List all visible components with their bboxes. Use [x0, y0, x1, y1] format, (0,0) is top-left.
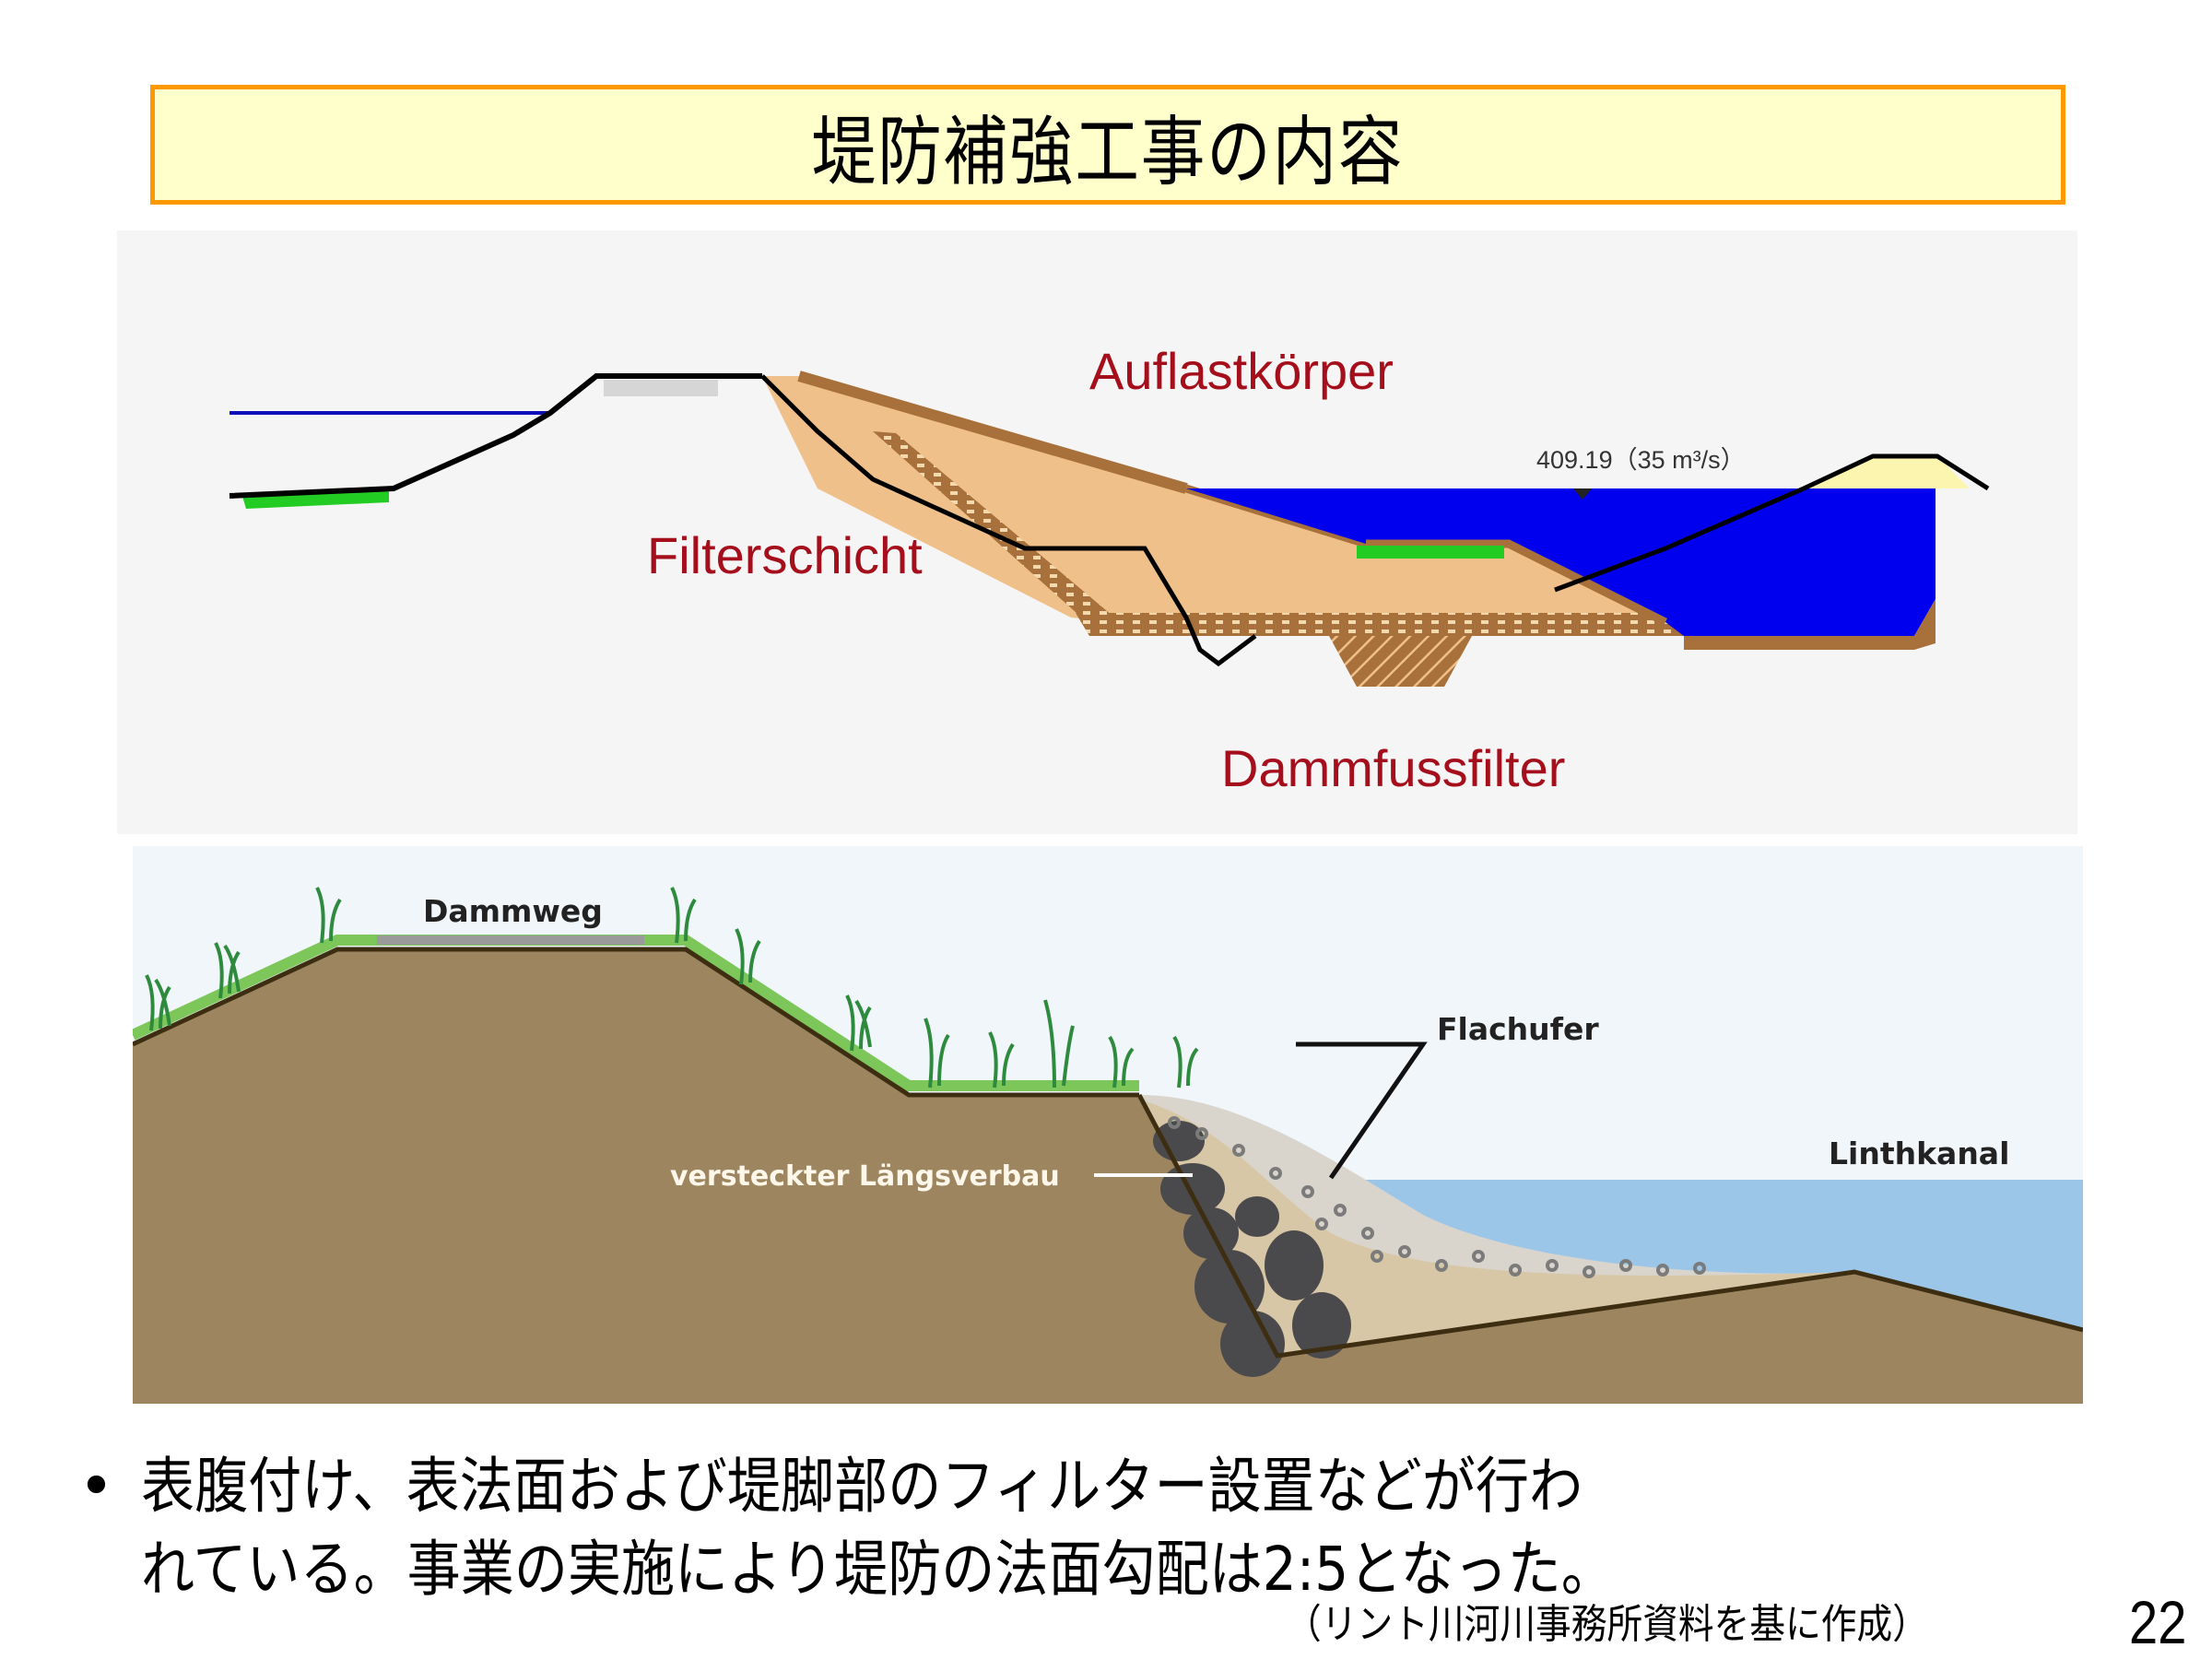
old-slope-profile [760, 374, 1257, 667]
label-auflastkoerper: Auflastkörper [1089, 342, 1394, 400]
cross-section-svg: 409.19（35 m³/s） Auflastkörper Filterschi… [229, 342, 1990, 797]
water-level-marker-icon [1573, 488, 1592, 500]
grass-tufts [145, 887, 1199, 1088]
sand-layer [1139, 1100, 1854, 1356]
label-dammfussfilter: Dammfussfilter [1221, 739, 1565, 797]
label-filterschicht: Filterschicht [647, 526, 923, 584]
filter-layer-strip [873, 431, 1112, 629]
label-dammweg: Dammweg [423, 893, 603, 929]
source-note: （リント川河川事務所資料を基に作成） [1286, 1601, 1928, 1648]
bullet-line-1: 表腹付け、表法面および堤脚部のフィルター設置などが行わ [141, 1451, 1583, 1522]
berm-edge [1366, 539, 1668, 627]
label-linthkanal: Linthkanal [1829, 1135, 2009, 1171]
dike-illustration: Dammweg Flachufer Linthkanal versteckter… [133, 846, 2083, 1404]
bullet-text: 表腹付け、表法面および堤脚部のフィルター設置などが行わ れている。事業の実施によ… [141, 1445, 1885, 1611]
channel-outline [1136, 1093, 2083, 1359]
slide-title: 堤防補強工事の内容 [811, 108, 1405, 196]
fill-top-edge [797, 371, 1188, 494]
boulders [1153, 1121, 1351, 1377]
label-laengsverbau: versteckter Längsverbau [670, 1160, 1060, 1193]
dike-outline [133, 947, 1139, 1098]
canal-water [1186, 488, 1936, 636]
berm-grass [1357, 546, 1504, 559]
dike-reinforcement-cross-section: 409.19（35 m³/s） Auflastkörper Filterschi… [117, 230, 2077, 834]
toe-filter [1329, 636, 1472, 687]
bullet-marker: • [78, 1451, 114, 1522]
bullet-line-2: れている。事業の実施により堤防の法面勾配は2:5となった。 [141, 1534, 1615, 1605]
crest-road [604, 380, 718, 396]
page-number: 22 [2129, 1588, 2187, 1656]
label-flachufer: Flachufer [1437, 1011, 1599, 1047]
slide-title-box: 堤防補強工事の内容 [150, 85, 2065, 205]
illustration-svg: Dammweg Flachufer Linthkanal versteckter… [133, 887, 2083, 1404]
gravel-stones [1168, 1116, 1706, 1278]
far-bank [1804, 456, 1970, 488]
flachufer-leader [1296, 1041, 1428, 1180]
water-level-label: 409.19（35 m³/s） [1536, 446, 1746, 474]
original-dike-outline [229, 373, 762, 499]
filter-layer-bottom [1076, 613, 1684, 636]
canal-bed [1684, 599, 1936, 650]
far-bank-outline [1554, 453, 1990, 593]
